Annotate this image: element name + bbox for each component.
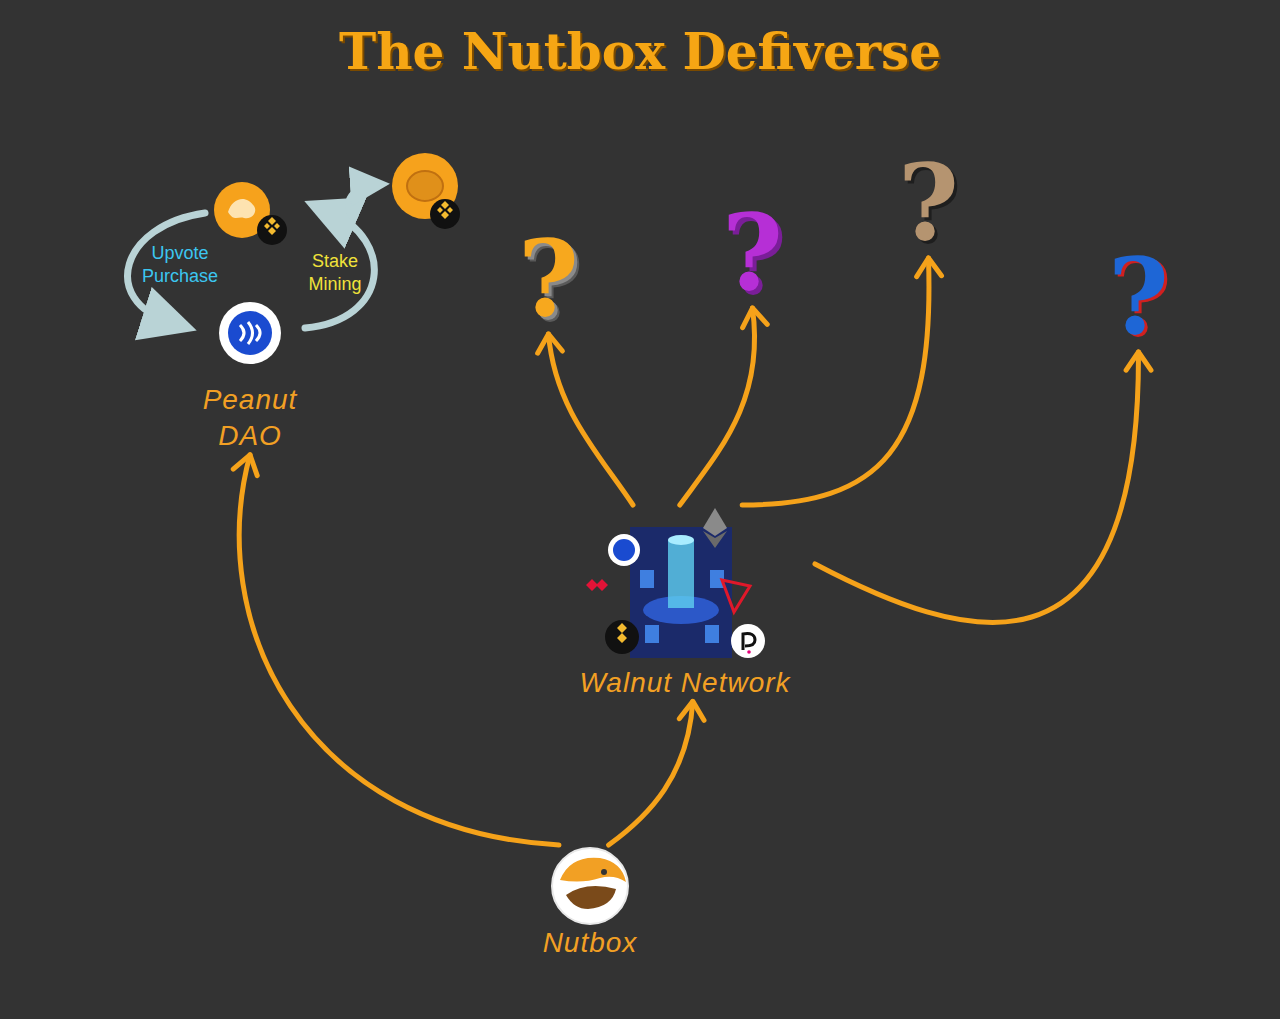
diagram-title: The Nutbox Defiverse (0, 22, 1280, 81)
walnut-network-node: Walnut Network (555, 505, 815, 701)
node-label: Peanut DAO (195, 382, 305, 455)
node-label: Nutbox (528, 925, 652, 961)
walnut-network-illustration (555, 505, 815, 665)
question-mark: ? (714, 200, 791, 308)
connector-arrow (815, 352, 1151, 622)
connector-arrow (233, 455, 559, 845)
cycle-label: Upvote Purchase (125, 242, 235, 287)
nutbox-node: Nutbox (528, 845, 652, 961)
cycle-label: Stake Mining (295, 250, 375, 295)
question-mark: ? (890, 150, 967, 258)
node-label: Walnut Network (555, 665, 815, 701)
question-mark: ? (1100, 244, 1177, 352)
dao-label: Peanut DAO (195, 382, 305, 455)
connector-arrow (538, 334, 633, 505)
question-mark-text: ? (898, 152, 959, 256)
walnut-coin (392, 153, 460, 229)
connector-arrow (609, 701, 704, 845)
peanut-coin (214, 182, 287, 245)
nutbox-logo (552, 848, 628, 924)
question-mark-text: ? (722, 202, 783, 306)
question-mark-text: ? (518, 228, 579, 332)
steem-coin (219, 302, 281, 364)
question-mark: ? (510, 226, 587, 334)
question-mark-text: ? (1108, 246, 1169, 350)
connector-arrow (680, 308, 767, 505)
